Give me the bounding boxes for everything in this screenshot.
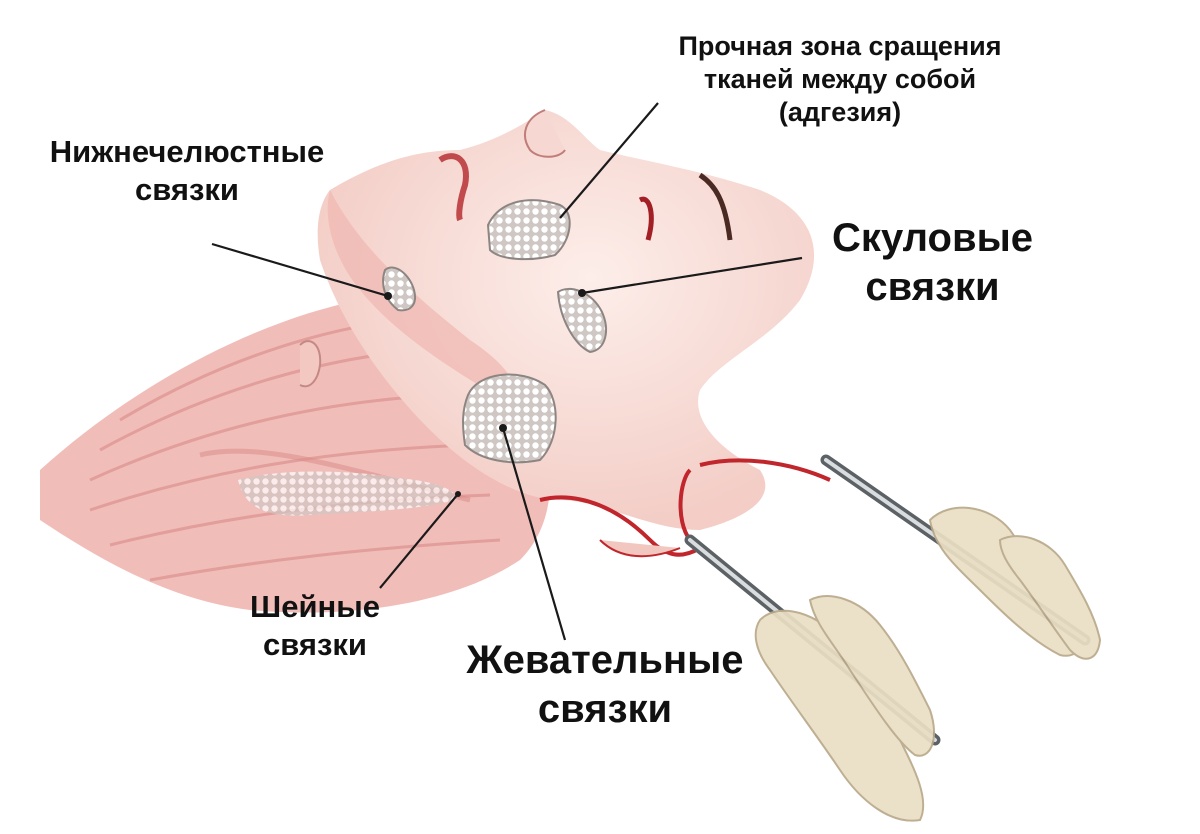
cervical-ligament-patch <box>238 471 456 516</box>
ligament-patches <box>238 199 607 516</box>
label-cervical: Шейные связки <box>225 588 405 664</box>
label-zygomatic: Скуловые связки <box>800 214 1065 312</box>
masseteric-leader <box>501 427 567 641</box>
label-cervical-line-1: Шейные <box>250 589 380 624</box>
adhesion-ligament-patch <box>486 199 571 261</box>
label-adhesion: Прочная зона сращения тканей между собой… <box>630 30 1050 129</box>
label-mandibular: Нижнечелюстные связки <box>12 133 362 209</box>
mandibular-ligament-patch <box>382 266 416 312</box>
zygomatic-leader <box>581 256 803 295</box>
label-zygomatic-line-1: Скуловые <box>832 216 1033 260</box>
label-masseteric: Жевательные связки <box>435 636 775 734</box>
cervical-leader <box>379 493 459 589</box>
label-adhesion-line-1: Прочная зона сращения <box>678 31 1002 61</box>
label-adhesion-line-3: (адгезия) <box>778 96 902 127</box>
mandibular-leader <box>211 242 389 298</box>
label-mandibular-line-2: связки <box>135 171 239 207</box>
label-adhesion-line-2: тканей между собой <box>703 63 977 94</box>
label-cervical-line-2: связки <box>263 626 367 662</box>
label-masseteric-line-1: Жевательные <box>466 638 744 682</box>
masseteric-ligament-patch <box>462 373 557 464</box>
label-zygomatic-line-2: связки <box>865 264 1000 309</box>
leader-dots <box>384 289 586 497</box>
incision <box>539 458 831 558</box>
label-masseteric-line-2: связки <box>537 686 673 731</box>
label-mandibular-line-1: Нижнечелюстные <box>49 134 325 169</box>
gloved-hands <box>754 506 1102 822</box>
adhesion-leader <box>559 102 659 219</box>
leader-lines <box>211 102 803 641</box>
